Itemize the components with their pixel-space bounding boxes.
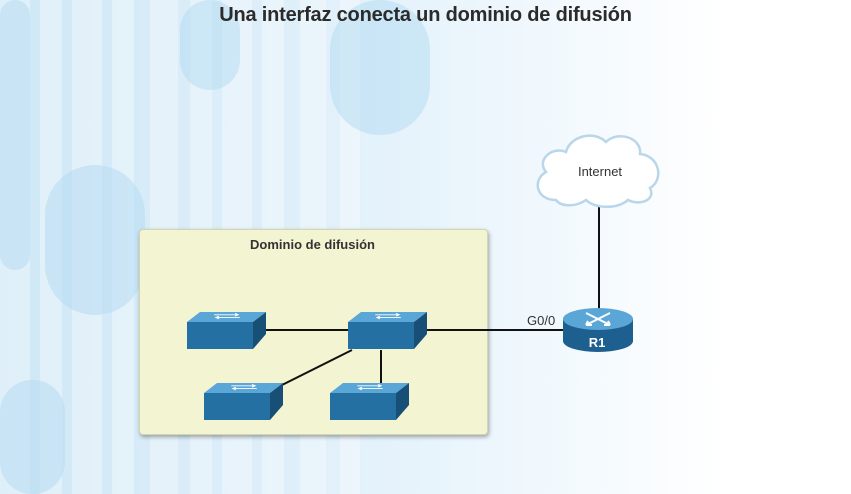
router-label: R1	[588, 335, 606, 350]
switch-icon	[330, 383, 409, 420]
switch-icon	[348, 312, 427, 349]
switch-icon	[204, 383, 283, 420]
router-icon	[563, 308, 633, 352]
diagram-title: Una interfaz conecta un dominio de difus…	[219, 4, 632, 26]
switch-icon	[187, 312, 266, 349]
internet-cloud-icon	[536, 134, 660, 208]
interface-label: G0/0	[527, 313, 556, 328]
broadcast-domain-label: Dominio de difusión	[250, 237, 375, 252]
link-sw2-sw3	[281, 349, 353, 386]
internet-label: Internet	[577, 164, 623, 179]
